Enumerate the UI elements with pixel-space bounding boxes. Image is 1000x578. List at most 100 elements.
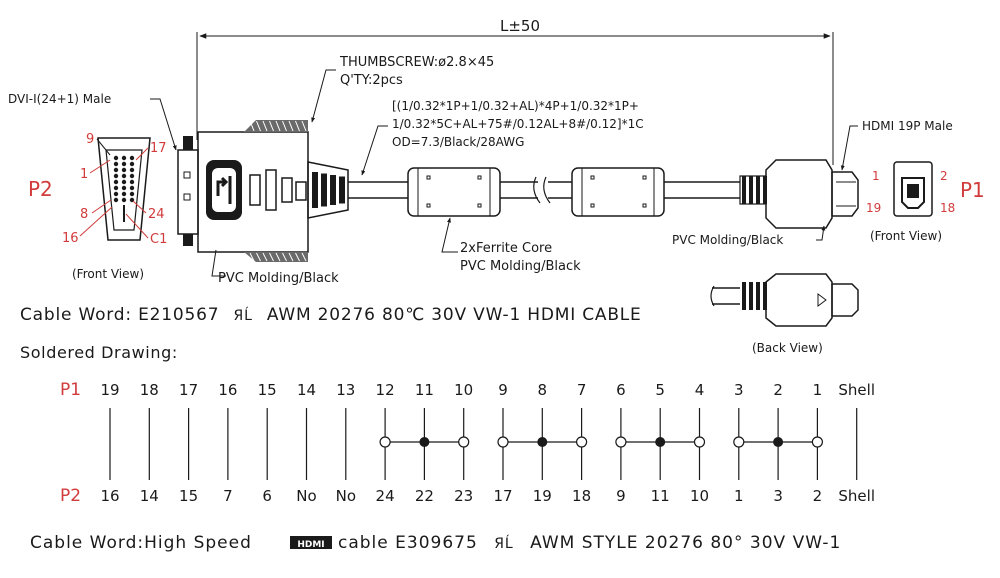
hdmi-title: HDMI 19P Male	[862, 119, 953, 133]
p1-pin-label: 10	[454, 381, 473, 399]
dvi-pin-dot	[121, 191, 127, 197]
open-node	[615, 436, 627, 448]
wiring-p1-label: P1	[60, 380, 81, 400]
p1-pin-label: 2	[773, 381, 783, 399]
cable-break-mark	[533, 176, 551, 204]
open-node	[458, 436, 470, 448]
svg-text:cable E309675 ЯĹ A: cable E309675 ЯĹ AWM STYLE 20276 80° 30V…	[338, 533, 841, 553]
dvi-front-view: DVI-I(24+1) Male P2 9 17 1 8 24 16 C1 (F…	[8, 92, 177, 281]
dvi-front-view-caption: (Front View)	[72, 267, 144, 281]
thumbscrew-qty: Q'TY:2pcs	[340, 73, 403, 88]
grip-hatch	[275, 120, 281, 132]
p2-pin-label: 6	[262, 487, 272, 505]
grip-hatch	[249, 120, 255, 132]
grip-hatch	[269, 252, 274, 262]
ferrite-core-1	[407, 167, 501, 217]
thumbscrew-note: THUMBSCREW:ø2.8×45 Q'TY:2pcs	[311, 55, 494, 123]
dvi-pin-dot	[129, 161, 135, 167]
solder-node	[419, 437, 430, 447]
strain-relief-ring	[330, 175, 336, 205]
p2-pin-label: 17	[493, 487, 512, 505]
open-node	[575, 436, 588, 448]
ferrite-core-2	[571, 167, 665, 217]
length-label: L±50	[500, 17, 540, 35]
solder-node	[655, 437, 666, 447]
cable-spec-line-2: 1/0.32*5C+AL+75#/0.12AL+8#/0.12]*1C	[392, 117, 644, 131]
p2-pin-label: No	[336, 487, 356, 505]
hdmi-pin-2: 2	[940, 169, 948, 183]
cable-word-2-suffix: AWM STYLE 20276 80° 30V VW-1	[530, 533, 841, 553]
dvi-pin-dot	[121, 161, 127, 167]
dvi-pin-dot	[113, 155, 119, 161]
solder-node	[537, 437, 548, 447]
p1-pin-label: 4	[695, 381, 705, 399]
grip-hatch	[269, 120, 274, 132]
p1-pin-label: 11	[415, 381, 434, 399]
p1-pin-label: 9	[498, 381, 508, 399]
p2-pin-label: 22	[415, 487, 434, 505]
dvi-pin-dot	[129, 167, 135, 173]
grip-hatch	[275, 252, 281, 262]
dvi-pin-dot	[121, 185, 127, 191]
thumbscrew-bottom	[183, 234, 193, 246]
dvi-pin-dot	[113, 161, 119, 167]
p2-pin-label: 23	[454, 487, 473, 505]
hdmi-connector: HDMI 19P Male PVC Molding/Black	[672, 119, 953, 247]
dvi-pin-8: 8	[80, 207, 88, 222]
cable-spec-line-3: OD=7.3/Black/28AWG	[392, 135, 524, 149]
hdmi-logo	[290, 536, 332, 549]
dvi-pin-dot	[113, 173, 119, 179]
p2-pin-label: 16	[100, 487, 119, 505]
cable-word-bottom: Cable Word:High Speed HDMI cable E309675…	[30, 533, 841, 553]
dvi-pin-17: 17	[150, 141, 167, 156]
grip-hatch	[295, 120, 300, 132]
ul-mark-1: ЯĹ	[234, 306, 253, 324]
open-node	[733, 436, 745, 448]
hdmi-plug-tip	[831, 171, 859, 217]
strain-relief-ring	[742, 176, 746, 204]
dvi-title: DVI-I(24+1) Male	[8, 92, 111, 106]
dvi-pin-dot	[129, 173, 135, 179]
strain-relief-ring	[756, 176, 760, 204]
grip-hatch	[301, 252, 307, 262]
strain-relief-ring	[749, 282, 753, 310]
grip-hatch	[282, 120, 287, 132]
p2-pin-label: 2	[813, 487, 823, 505]
p1-pin-label: 18	[140, 381, 159, 399]
dvi-pin-dot	[129, 155, 135, 161]
ferrite-label: 2xFerrite Core	[460, 241, 552, 256]
strain-relief-ring	[321, 173, 327, 207]
dvi-pin-24: 24	[148, 207, 165, 222]
hdmi-back-view: (Back View)	[710, 273, 859, 355]
dvi-pin-9: 9	[86, 132, 94, 147]
p1-pin-label: 19	[100, 381, 119, 399]
strain-relief-ring	[339, 176, 345, 204]
p1-pin-label: 6	[616, 381, 626, 399]
thumbscrew-top	[183, 136, 193, 150]
length-dimension: L±50	[196, 17, 834, 165]
hdmi-pin-18: 18	[940, 201, 955, 215]
grip-hatch	[256, 252, 261, 262]
svg-text:Cable Word: E210567 ЯĹ: Cable Word: E210567 ЯĹ AWM 20276 80℃ 30V…	[20, 305, 642, 325]
ul-mark-2: ЯĹ	[494, 534, 514, 552]
dvi-pin-dot	[121, 197, 127, 203]
cable-spec-note: [(1/0.32*1P+1/0.32+AL)*4P+1/0.32*1P+ 1/0…	[361, 99, 644, 176]
p2-pin-label: 7	[223, 487, 233, 505]
dvi-pin-1: 1	[80, 167, 88, 182]
dvi-pin-dot	[121, 179, 127, 185]
dvi-pin-dot	[113, 185, 119, 191]
cable-word-2-prefix: Cable Word:High Speed	[30, 533, 252, 553]
p2-pin-label: 10	[690, 487, 709, 505]
grip-hatch	[262, 252, 268, 262]
p1-pin-label: 15	[258, 381, 277, 399]
strain-relief-ring	[312, 172, 318, 208]
dvi-pin-matrix	[113, 155, 135, 203]
hdmi-logo-text: HDMI	[297, 540, 324, 550]
dvi-pin-dot	[129, 179, 135, 185]
dvi-connector: PVC Molding/Black	[177, 120, 349, 286]
p2-pin-label: 24	[376, 487, 395, 505]
hdmi-molding-label: PVC Molding/Black	[672, 233, 783, 247]
grip-hatch	[282, 252, 287, 262]
strain-relief-ring	[742, 282, 746, 310]
